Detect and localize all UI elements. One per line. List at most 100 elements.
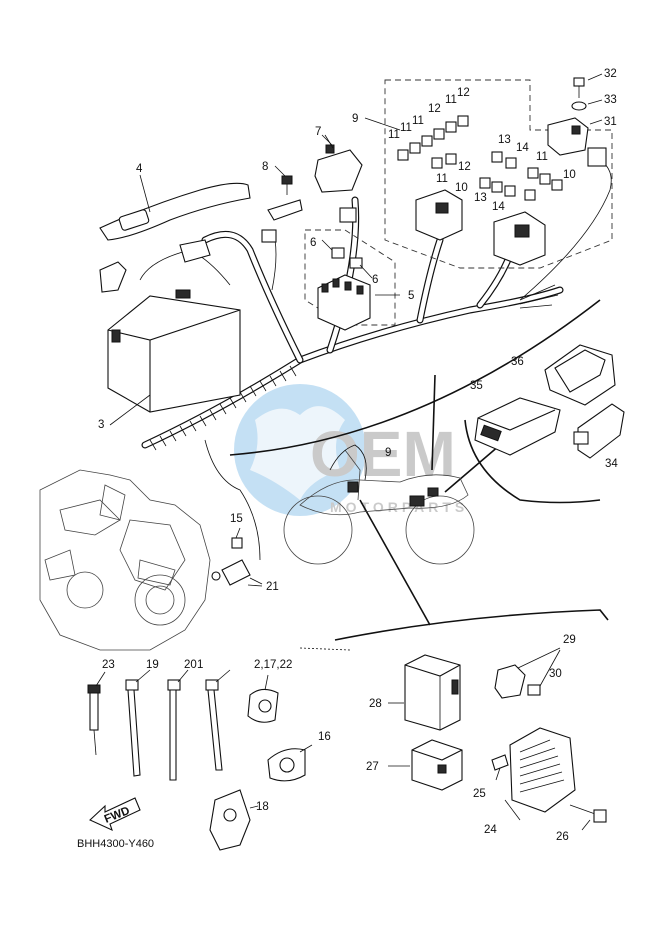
terminal-lead (179, 239, 211, 263)
callout-9-bike: 9 (385, 447, 391, 459)
clamp-16 (267, 744, 313, 782)
pointer-line-9 (431, 374, 436, 471)
rectifier-24 (491, 727, 576, 821)
ground-lead (267, 199, 303, 221)
callout-32: 32 (604, 68, 617, 80)
starter-relay (317, 247, 400, 331)
cable-tie-20 (167, 669, 189, 781)
sensor-21 (211, 559, 263, 586)
callout-3: 3 (98, 419, 104, 431)
relay-31 (547, 117, 607, 167)
callout-9-top: 9 (352, 113, 358, 125)
engine-outline (39, 469, 211, 651)
pointer-line-lower (359, 499, 431, 626)
callout-34: 34 (605, 458, 618, 470)
small-fuses (397, 115, 563, 201)
callout-19: 19 (146, 659, 159, 671)
diagram-code: BHH4300-Y460 (77, 838, 154, 850)
fuse-6a (331, 247, 345, 259)
callout-6a: 6 (310, 237, 316, 249)
callout-13a: 13 (498, 134, 511, 146)
clamp-18 (209, 789, 259, 851)
callout-21: 21 (266, 581, 279, 593)
battery-band (99, 174, 251, 241)
leader-25 (495, 767, 501, 781)
pointer-line-ecu (444, 444, 501, 493)
battery (99, 261, 241, 426)
connector-29 (494, 647, 561, 699)
callout-12a: 12 (428, 103, 441, 115)
watermark-globe (234, 384, 366, 516)
leader-lines (247, 134, 373, 587)
callout-10b: 10 (563, 169, 576, 181)
callout-labels: 1 2,17,22 3 4 5 6 6 7 8 9 9 10 10 11 11 … (98, 68, 618, 843)
callout-7: 7 (315, 126, 321, 138)
callout-4: 4 (136, 163, 143, 175)
callout-14a: 14 (516, 142, 529, 154)
washer-33 (571, 101, 587, 111)
callout-11e: 11 (436, 173, 448, 185)
callout-11a: 11 (388, 129, 400, 141)
callout-25: 25 (473, 788, 486, 800)
callout-1: 1 (197, 659, 203, 671)
fuse-6b (349, 257, 363, 269)
callout-10a: 10 (455, 182, 468, 194)
callout-33: 33 (604, 94, 617, 106)
callout-18: 18 (256, 801, 269, 813)
cable-tie-23 (87, 671, 106, 756)
callout-31: 31 (604, 116, 617, 128)
bolt-15 (231, 527, 243, 549)
callout-20: 20 (184, 659, 197, 671)
bolt-26 (569, 804, 607, 831)
callout-30: 30 (549, 668, 562, 680)
relay-28 (388, 654, 461, 731)
callout-27: 27 (366, 761, 379, 773)
callout-14b: 14 (492, 201, 505, 213)
callout-6b: 6 (372, 274, 378, 286)
callout-35: 35 (470, 380, 483, 392)
watermark-motorparts: MOTORPARTS (330, 499, 468, 515)
fwd-arrow: FWD (89, 797, 141, 832)
cover-36 (544, 344, 616, 406)
callout-15: 15 (230, 513, 243, 525)
relay-7 (314, 134, 363, 223)
fwd-label: FWD (103, 805, 132, 826)
bolt-8 (274, 165, 293, 195)
cable-tie-19 (125, 669, 151, 777)
fuse-box (364, 117, 546, 266)
callout-8: 8 (262, 161, 268, 173)
callout-16: 16 (318, 731, 331, 743)
callout-12c: 12 (458, 161, 471, 173)
callout-11f: 11 (536, 151, 548, 163)
callout-12b: 12 (457, 87, 470, 99)
bolt-32 (573, 77, 585, 98)
callout-24: 24 (484, 824, 497, 836)
relay-27 (388, 739, 463, 791)
starter-relay-box (304, 229, 396, 326)
detail-separator-right (464, 419, 601, 504)
watermark: OEM MOTORPARTS (234, 384, 468, 516)
callout-13b: 13 (474, 192, 487, 204)
callout-11d: 11 (445, 94, 457, 106)
callout-11c: 11 (412, 115, 424, 127)
ecu-35 (474, 397, 561, 456)
relay-group-box (384, 79, 613, 269)
detail-separator-upper (229, 299, 601, 456)
break-mark (299, 647, 351, 651)
cable-tie-1 (205, 669, 231, 771)
callout-26: 26 (556, 831, 569, 843)
detail-separator-lower (334, 609, 609, 641)
clamp-2-17-22 (247, 674, 279, 723)
relay-7-connector (339, 207, 357, 223)
callout-2-17-22: 2,17,22 (254, 659, 292, 671)
connector-31 (587, 147, 607, 167)
callout-36: 36 (511, 356, 524, 368)
callout-11b: 11 (400, 122, 412, 134)
lead-connector (261, 229, 277, 243)
motorcycle-silhouette (283, 444, 475, 565)
callout-23: 23 (102, 659, 115, 671)
callout-5: 5 (408, 290, 414, 302)
callout-29: 29 (563, 634, 576, 646)
callout-28: 28 (369, 698, 382, 710)
